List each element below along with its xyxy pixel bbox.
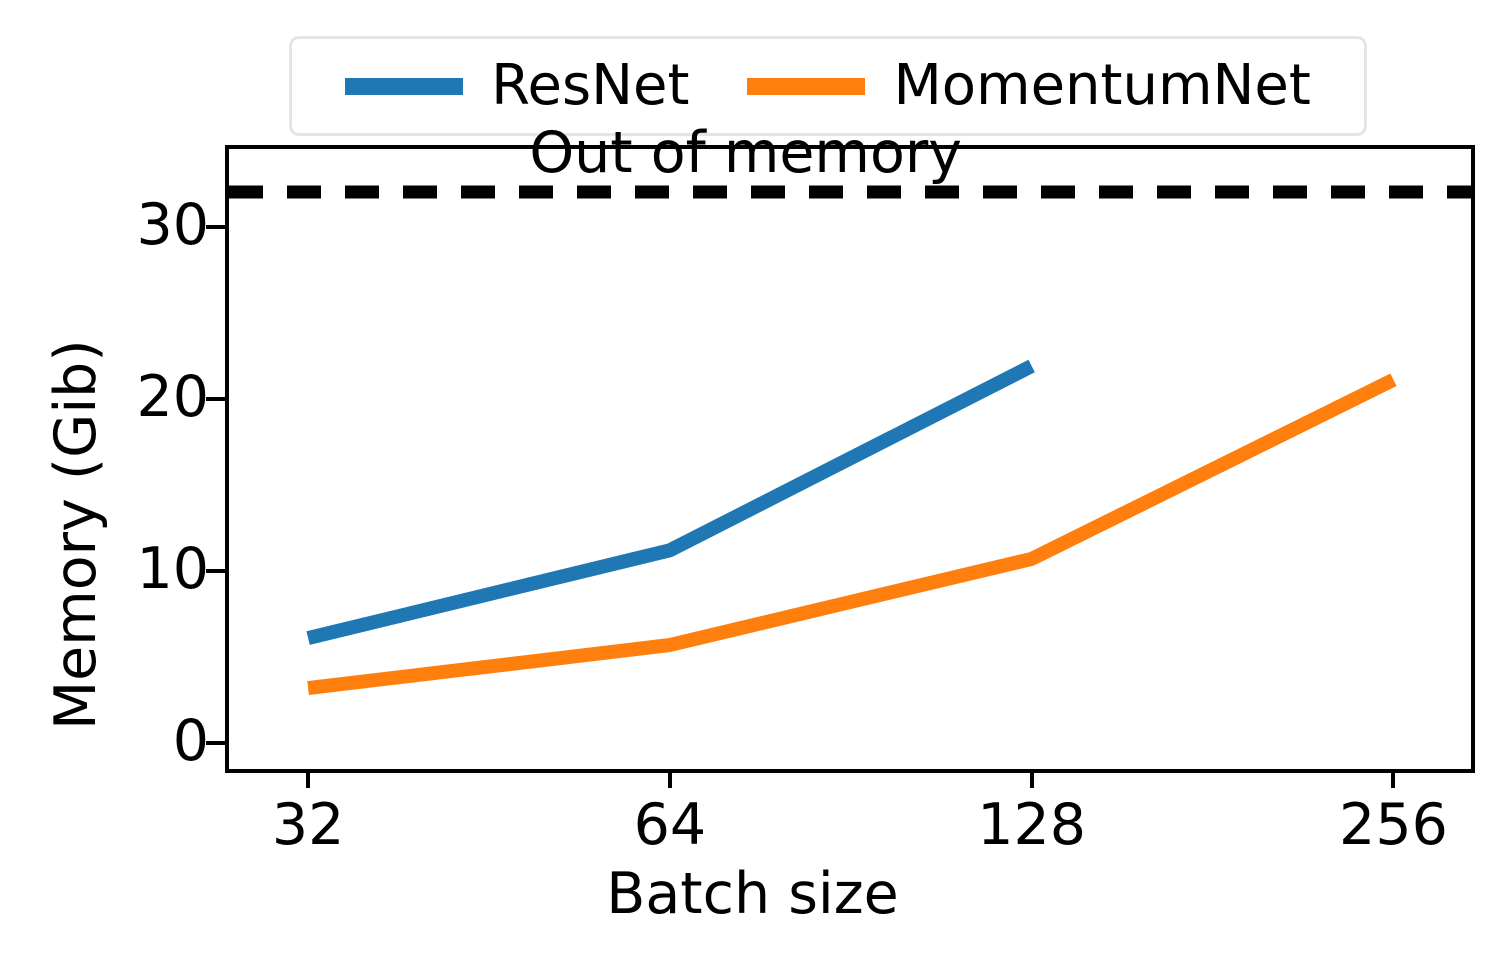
legend-swatch-resnet <box>345 77 464 95</box>
plot-series-area <box>229 185 1471 696</box>
x-axis-label: Batch size <box>606 861 899 927</box>
y-tick-mark-20 <box>206 396 225 401</box>
chart-legend: ResNet MomentumNet <box>289 36 1367 136</box>
x-tick-label-256: 256 <box>1339 792 1448 858</box>
series-line-resnet <box>306 359 1035 645</box>
y-tick-mark-10 <box>206 568 225 573</box>
out-of-memory-label: Out of memory <box>529 120 962 187</box>
x-tick-mark-128 <box>1029 769 1034 788</box>
plot-axes: 0 10 20 30 32 64 128 256 Out of memory <box>136 125 1475 854</box>
x-tick-mark-256 <box>1391 769 1396 788</box>
legend-entry-resnet: ResNet <box>345 58 689 114</box>
y-tick-mark-30 <box>206 224 225 229</box>
x-tick-label-64: 64 <box>633 792 707 858</box>
y-tick-label-30: 30 <box>136 191 209 258</box>
x-tick-label-128: 128 <box>977 792 1087 858</box>
y-tick-mark-0 <box>206 741 225 746</box>
x-tick-mark-32 <box>306 769 311 788</box>
y-tick-label-20: 20 <box>136 363 209 430</box>
legend-swatch-momentumnet <box>747 77 866 95</box>
y-tick-label-10: 10 <box>136 535 209 602</box>
y-axis-label: Memory (Gib) <box>43 339 109 730</box>
legend-label-momentumnet: MomentumNet <box>893 53 1311 118</box>
series-line-momentumnet <box>307 373 1397 696</box>
x-tick-mark-64 <box>667 769 672 788</box>
legend-label-resnet: ResNet <box>491 53 690 118</box>
x-tick-label-32: 32 <box>271 792 345 858</box>
y-tick-label-0: 0 <box>172 708 209 775</box>
legend-entry-momentumnet: MomentumNet <box>747 53 1311 118</box>
